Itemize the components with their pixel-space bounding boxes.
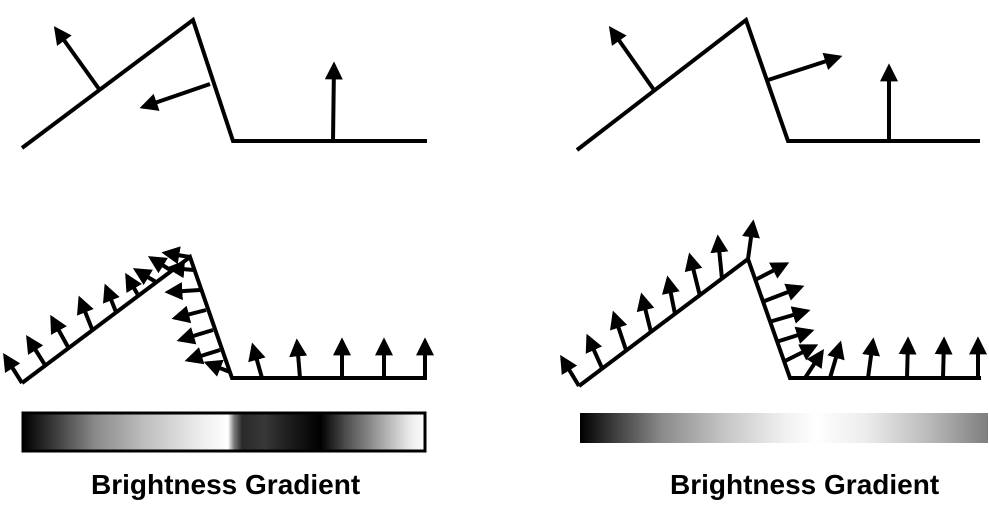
normal-arrows-steep-face: [754, 262, 819, 364]
normal-arrow: [560, 354, 581, 388]
vertex-normals-diagram-left: [3, 246, 434, 385]
normal-arrow: [164, 282, 201, 301]
normal-arrow: [768, 306, 811, 324]
face-normals-diagram-right: [575, 16, 980, 152]
normal-arrow: [742, 219, 760, 260]
normal-arrow: [147, 256, 174, 274]
normal-arrow: [161, 246, 191, 265]
brightness-gradient-bar-right: [580, 413, 988, 443]
normal-arrow: [754, 262, 790, 282]
normal-arrow: [171, 305, 207, 324]
normal-arrows-steep-face: [164, 260, 231, 377]
normal-arrow: [125, 272, 143, 297]
normal-arrow: [934, 336, 953, 379]
normal-arrow: [53, 26, 101, 91]
vertex-normals-diagram-right: [560, 219, 987, 388]
normal-arrow: [166, 260, 195, 279]
brightness-gradient-caption-left: Brightness Gradient: [91, 469, 361, 500]
normal-arrow: [289, 338, 308, 379]
normal-arrow: [661, 275, 680, 315]
normal-arrow: [248, 342, 266, 379]
normal-arrow: [203, 359, 231, 377]
normal-arrow: [585, 333, 604, 369]
normal-arrow: [827, 340, 845, 379]
normal-arrow: [761, 283, 805, 304]
normal-arrow: [102, 283, 120, 313]
normal-arrow: [139, 82, 211, 111]
normal-arrow: [803, 348, 824, 380]
surface-profile: [577, 255, 981, 388]
normal-arrow: [50, 314, 70, 348]
normal-arrow: [176, 327, 214, 345]
normal-arrow: [610, 310, 628, 351]
normal-arrows-left-slope: [560, 219, 760, 388]
normal-arrow: [862, 337, 880, 379]
normal-arrow: [3, 352, 24, 385]
surface-profile: [20, 16, 427, 150]
normal-arrow: [132, 268, 158, 286]
face-normals-diagram-left: [20, 16, 427, 150]
surface-profile: [20, 253, 427, 385]
normal-arrow: [636, 292, 655, 333]
normal-arrow: [775, 326, 815, 344]
brightness-gradient-caption-right: Brightness Gradient: [670, 469, 940, 500]
normal-arrow: [782, 344, 819, 364]
normal-arrows-flat: [803, 336, 987, 380]
normal-arrow: [184, 347, 221, 365]
normal-arrow: [76, 295, 94, 330]
normal-arrow: [684, 252, 703, 297]
normal-arrow: [710, 234, 729, 280]
normal-arrow: [608, 26, 656, 92]
normal-arrow: [898, 336, 917, 379]
normal-arrows-left-slope: [3, 246, 191, 385]
brightness-gradient-bar-left: [21, 411, 427, 453]
normal-arrow: [767, 52, 843, 82]
normal-arrow: [26, 334, 47, 367]
normal-arrow: [324, 61, 343, 142]
normal-arrows-flat: [248, 337, 434, 379]
surface-profile: [575, 16, 980, 152]
